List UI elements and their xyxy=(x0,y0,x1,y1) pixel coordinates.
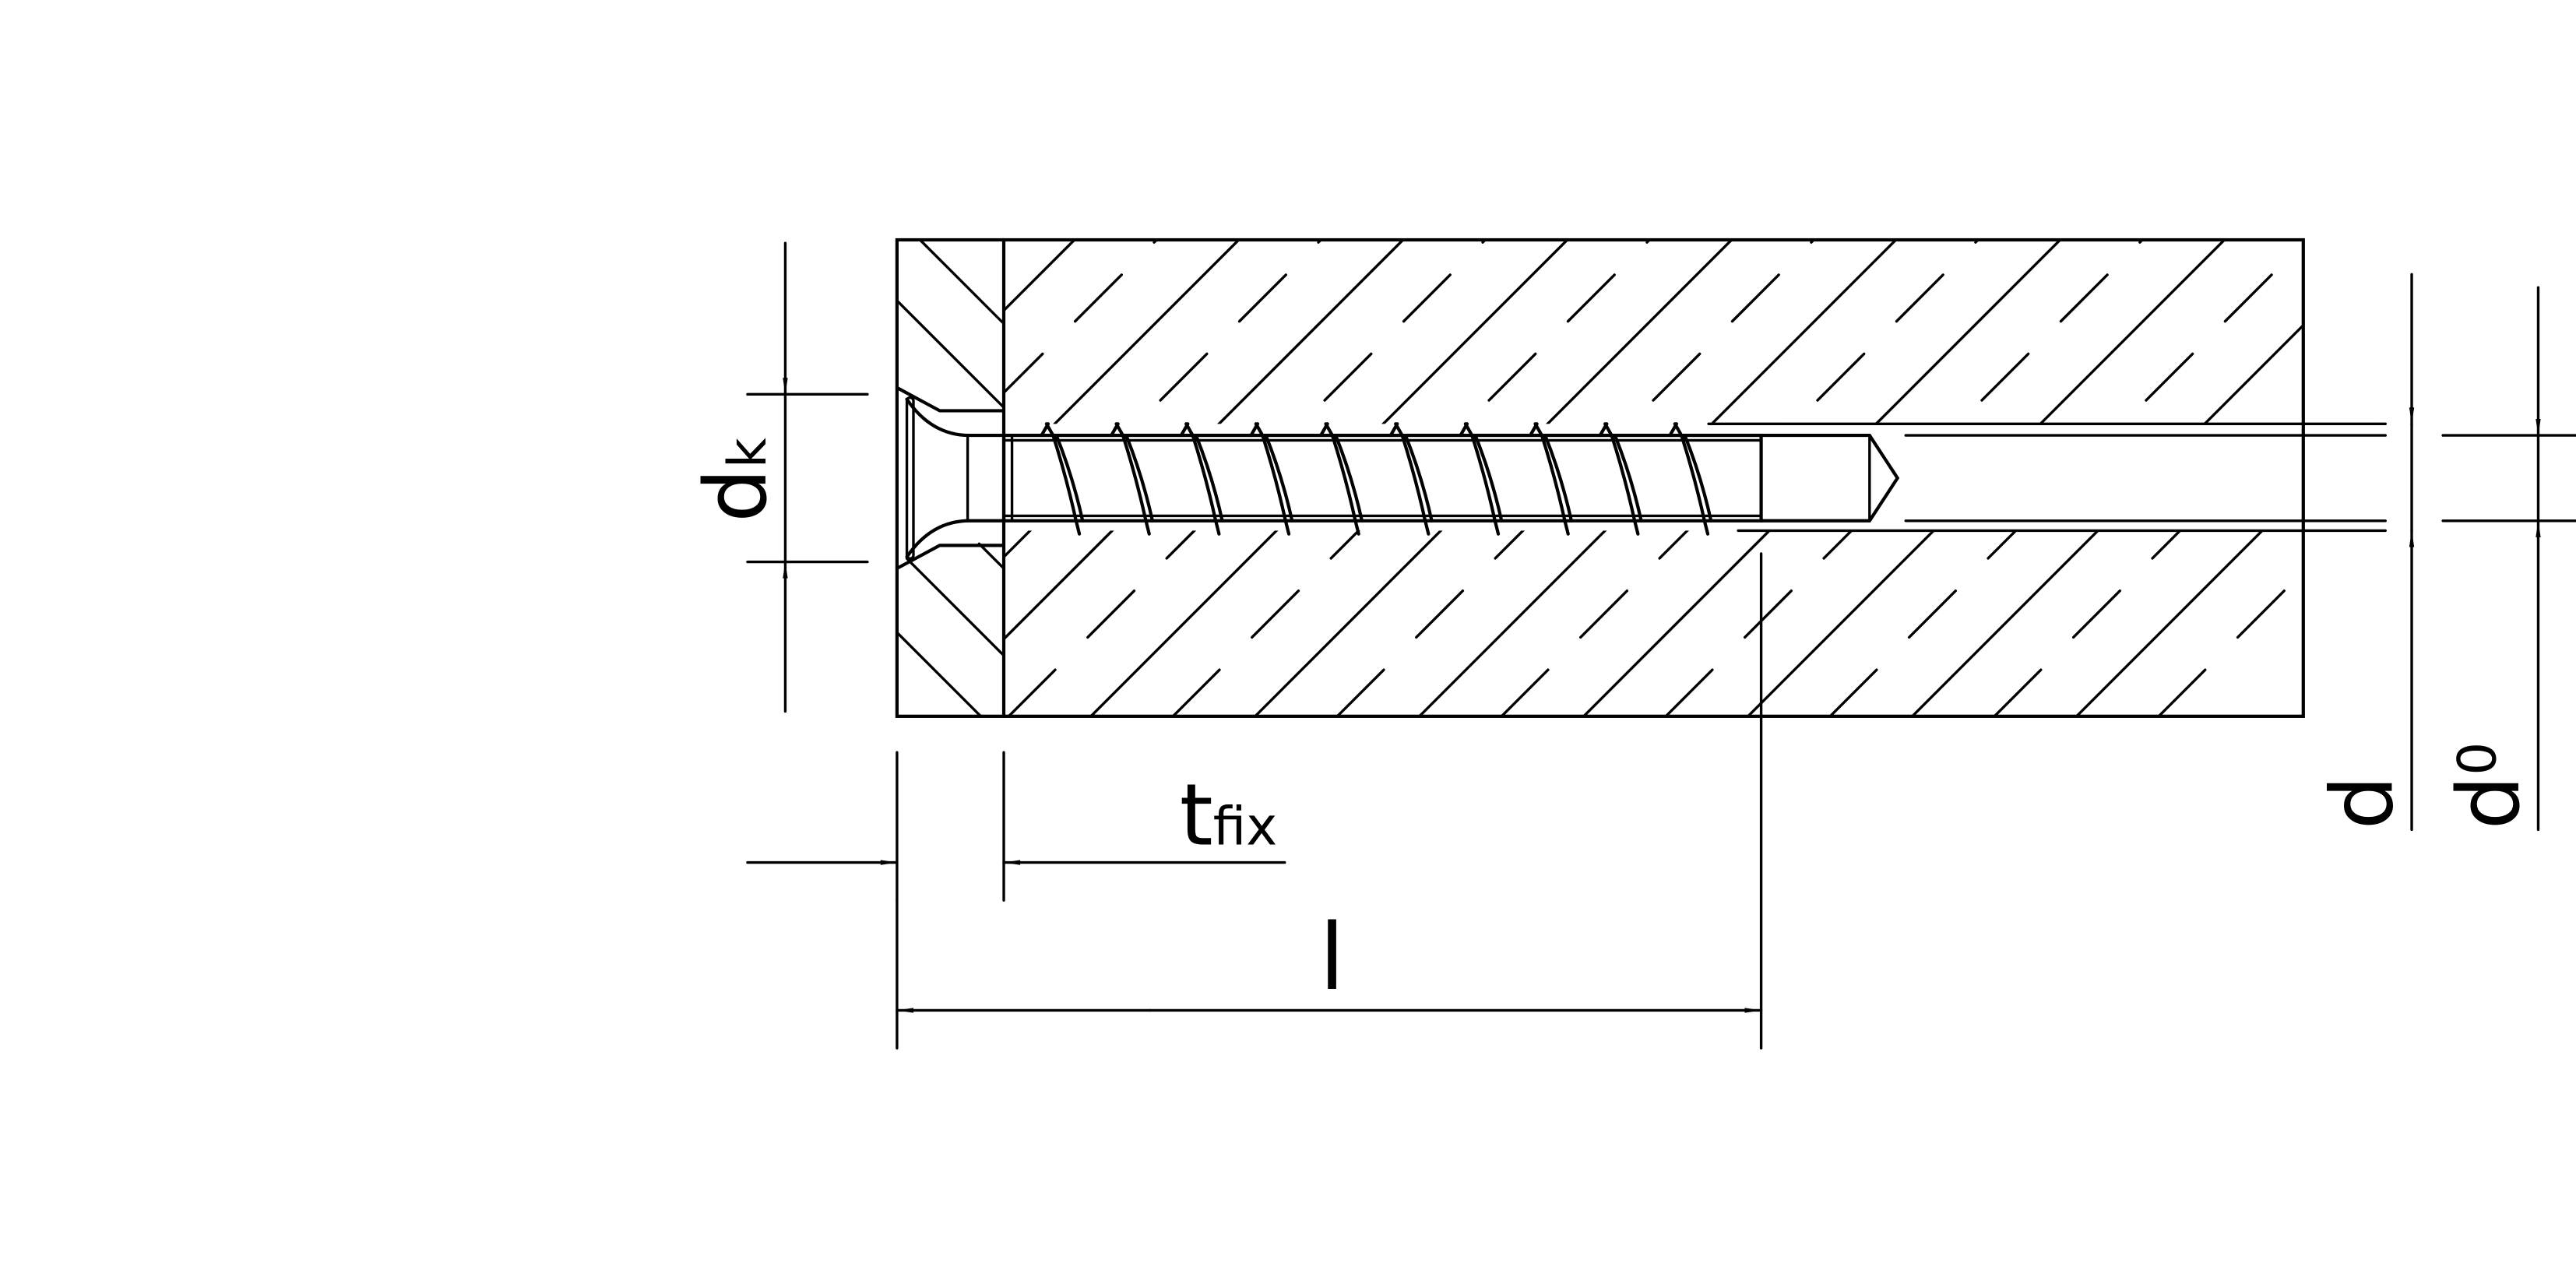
hatch-dash-line xyxy=(2157,569,2303,716)
d0-label: d xyxy=(2439,776,2539,830)
thread-flank xyxy=(1598,422,1643,536)
dimension-d: d xyxy=(2313,273,2415,832)
thread-flank xyxy=(1459,422,1504,536)
hatch-line xyxy=(434,240,910,716)
thread-flank xyxy=(1110,422,1155,536)
hatch-line xyxy=(918,240,1005,326)
thread-flank xyxy=(1319,422,1364,536)
hatch-line xyxy=(896,299,1005,409)
hatch-line xyxy=(905,557,1005,657)
thread-flank xyxy=(1529,422,1574,536)
thread-flank xyxy=(1179,422,1224,536)
dimension-tfix: tfix xyxy=(746,751,1286,902)
hatch-line xyxy=(977,542,1005,570)
screw-head-edge xyxy=(905,396,915,560)
thread-flank xyxy=(1249,422,1294,536)
screw-head xyxy=(895,385,1006,571)
screw-threads xyxy=(1040,422,1713,536)
tfix-text: tfix xyxy=(1180,765,1277,864)
fixture-hatching xyxy=(896,240,1005,716)
base-material-outline xyxy=(895,238,2305,718)
screw xyxy=(895,385,1900,571)
hatch-dash-line xyxy=(1004,240,1158,395)
dk-subscript: k xyxy=(716,438,778,468)
d0-text: d0 xyxy=(2439,742,2539,830)
hatch-line xyxy=(2075,487,2303,716)
thread-flank xyxy=(1388,422,1434,536)
dimension-dk: dk xyxy=(686,241,869,713)
screw-tip xyxy=(1759,433,1900,523)
dk-text: dk xyxy=(686,438,786,523)
hatch-line xyxy=(269,240,746,716)
thread-flank xyxy=(1040,422,1085,536)
dimension-l: l xyxy=(896,552,1763,1050)
dimension-d0: d0 xyxy=(2439,286,2576,832)
d-label: d xyxy=(2313,776,2412,830)
tfix-label: t xyxy=(1180,765,1213,864)
tfix-subscript: fix xyxy=(1213,795,1277,857)
thread-flank xyxy=(1668,422,1713,536)
d0-subscript: 0 xyxy=(2447,742,2508,776)
l-label: l xyxy=(1319,903,1345,1011)
screw-head-fillet xyxy=(905,397,1006,559)
dk-label: d xyxy=(686,468,786,523)
hatch-line xyxy=(896,631,983,716)
hatch-line xyxy=(1004,240,1240,477)
